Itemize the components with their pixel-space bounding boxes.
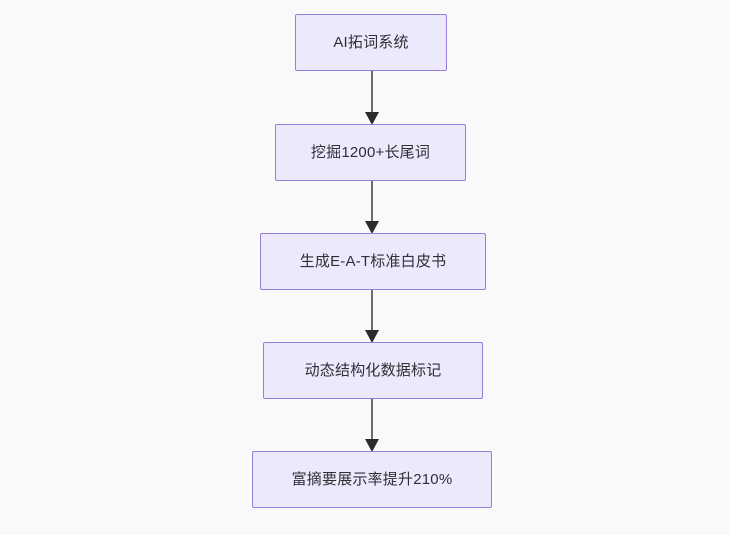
node-label: 挖掘1200+长尾词 — [310, 143, 431, 161]
node-label: 动态结构化数据标记 — [304, 361, 442, 379]
flowchart-node-structured-data-markup[interactable]: 动态结构化数据标记 — [263, 342, 483, 399]
flowchart-node-longtail-mining[interactable]: 挖掘1200+长尾词 — [275, 124, 466, 181]
edge-n3-n4 — [365, 290, 379, 343]
node-label: 富摘要展示率提升210% — [291, 470, 453, 488]
flowchart-node-eat-whitepaper[interactable]: 生成E-A-T标准白皮书 — [260, 233, 486, 290]
node-label: AI拓词系统 — [333, 33, 409, 51]
edge-n4-n5 — [365, 399, 379, 452]
node-label: 生成E-A-T标准白皮书 — [299, 252, 447, 270]
edge-n2-n3 — [365, 181, 379, 234]
flowchart-node-rich-snippet-result[interactable]: 富摘要展示率提升210% — [252, 451, 492, 508]
flowchart-node-ai-keyword-system[interactable]: AI拓词系统 — [295, 14, 447, 71]
edge-n1-n2 — [365, 71, 379, 125]
